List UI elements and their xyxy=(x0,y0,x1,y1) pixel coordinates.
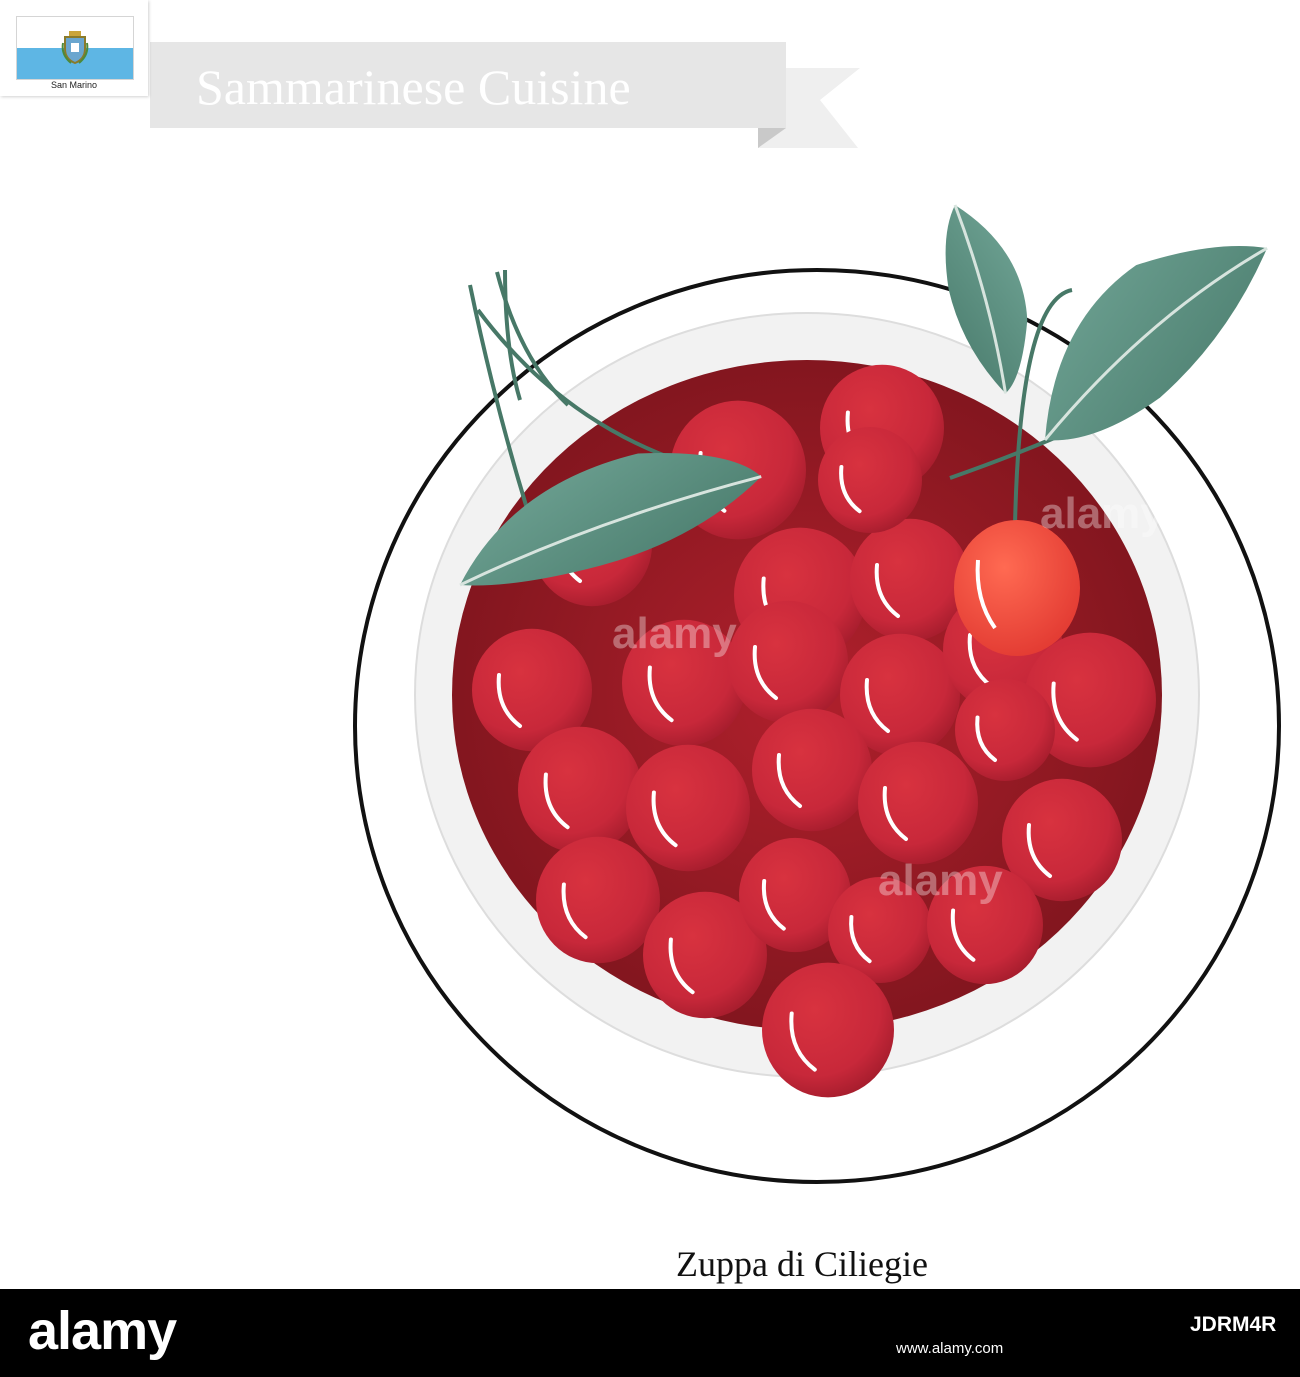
san-marino-flag-icon xyxy=(16,16,134,80)
cherry xyxy=(1024,632,1156,768)
cherry-highlight xyxy=(839,465,862,514)
cherry-highlight xyxy=(864,678,890,733)
top-leaf xyxy=(945,204,1028,394)
cherry xyxy=(762,962,894,1098)
cherry xyxy=(850,518,970,642)
cherry xyxy=(626,744,750,872)
title-ribbon xyxy=(150,42,860,148)
cherry xyxy=(955,679,1055,781)
cherry-highlight xyxy=(849,915,872,964)
cherry-highlight xyxy=(1026,823,1052,878)
cherry xyxy=(818,426,922,534)
cherry-highlight xyxy=(882,786,908,841)
cherry-highlight xyxy=(975,715,997,762)
flag-card: San Marino xyxy=(0,0,148,96)
cherry-highlight xyxy=(647,665,674,723)
cherry-highlight xyxy=(543,772,570,830)
cherry xyxy=(1002,778,1122,902)
cherry-highlight xyxy=(950,908,976,962)
image-id: JDRM4R xyxy=(1190,1313,1277,1336)
cherry xyxy=(622,619,746,747)
alamy-logo: alamy xyxy=(28,1301,177,1361)
cherry-highlight xyxy=(776,753,802,808)
cherry xyxy=(643,891,767,1019)
cherry-highlight xyxy=(1051,681,1079,742)
ribbon-fold xyxy=(758,128,786,148)
cherry-highlight xyxy=(789,1011,817,1072)
dish-illustration: alamy alamy alamy xyxy=(353,204,1281,1184)
cherry-highlight xyxy=(874,563,900,618)
cherry-highlight xyxy=(761,879,786,931)
cherry-highlight xyxy=(496,673,522,728)
cherry-highlight xyxy=(668,937,695,995)
cuisine-title: Sammarinese Cuisine xyxy=(196,59,631,115)
cherry xyxy=(752,708,872,832)
watermark-bar xyxy=(0,1289,1300,1377)
svg-text:alamy: alamy xyxy=(612,609,737,658)
cherry xyxy=(927,865,1043,985)
cherry xyxy=(739,837,851,953)
right-leaf xyxy=(1043,246,1268,441)
coat-of-arms-icon xyxy=(61,31,89,65)
cherry xyxy=(518,726,642,854)
left-leaf xyxy=(459,453,762,587)
svg-text:alamy: alamy xyxy=(878,856,1003,905)
red-cherry xyxy=(954,520,1080,656)
cherry-highlight xyxy=(752,645,778,700)
cherry xyxy=(728,600,848,724)
flag-caption: San Marino xyxy=(50,80,98,90)
cherry-highlight xyxy=(651,790,678,848)
cherry xyxy=(840,633,960,757)
cherry xyxy=(536,836,660,964)
cherry-highlight xyxy=(561,882,588,940)
dish-name: Zuppa di Ciliegie xyxy=(676,1244,928,1284)
cherry xyxy=(858,741,978,865)
ribbon-body xyxy=(150,42,786,128)
cherry xyxy=(828,876,932,984)
svg-text:alamy: alamy xyxy=(1040,489,1165,538)
watermark-overlays: alamy alamy alamy xyxy=(612,489,1165,905)
alamy-url: www.alamy.com xyxy=(896,1340,1004,1357)
cherry xyxy=(472,628,592,752)
